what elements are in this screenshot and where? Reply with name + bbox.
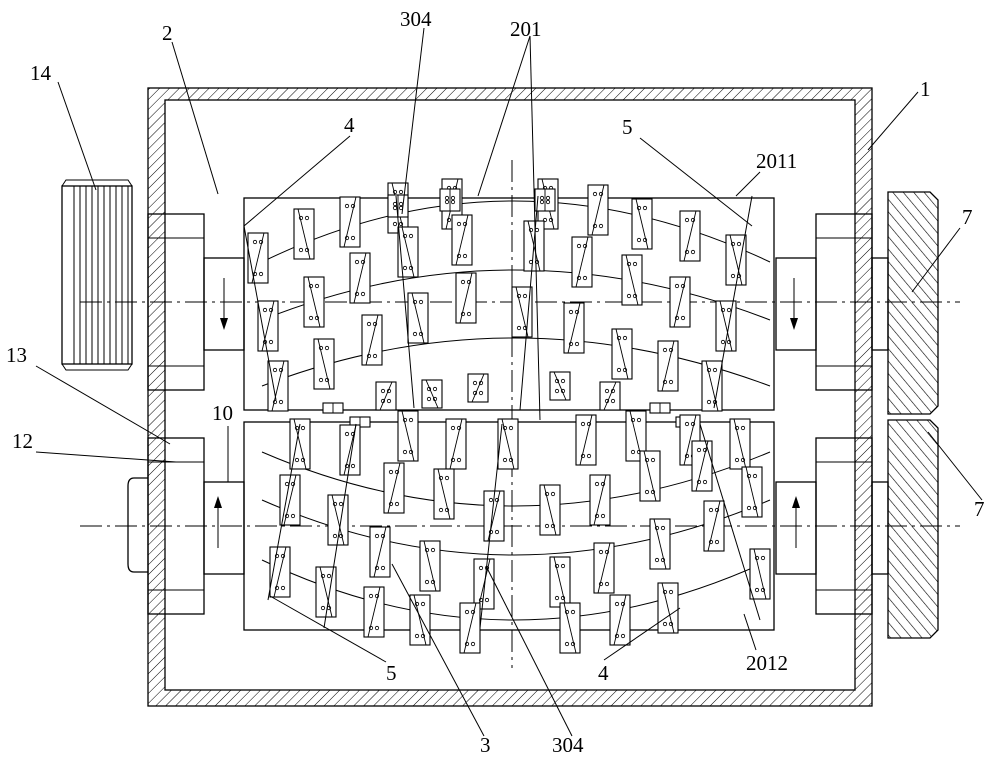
blade-plate bbox=[369, 526, 391, 578]
blade-plate bbox=[631, 198, 653, 250]
gears bbox=[887, 191, 939, 639]
callout-4-top: 4 bbox=[344, 113, 355, 137]
callout-labels: 14 2 304 201 1 4 5 2011 7 13 12 10 7 5 4… bbox=[6, 7, 985, 757]
blade-plate bbox=[534, 188, 556, 212]
blade-plate bbox=[267, 360, 289, 412]
callout-7-top: 7 bbox=[962, 205, 973, 229]
blade-plate bbox=[339, 424, 361, 476]
callout-10: 10 bbox=[212, 401, 233, 425]
blade-plate bbox=[571, 236, 593, 288]
callout-2012: 2012 bbox=[746, 651, 788, 675]
callout-304-top: 304 bbox=[400, 7, 432, 31]
callout-3: 3 bbox=[480, 733, 491, 757]
blade-plate bbox=[483, 490, 505, 542]
callout-201: 201 bbox=[510, 17, 542, 41]
blade-plate bbox=[247, 232, 269, 284]
right-bearings bbox=[775, 213, 889, 615]
blade-plate bbox=[459, 602, 481, 654]
blade-plate bbox=[451, 214, 473, 266]
callout-5-bottom: 5 bbox=[386, 661, 397, 685]
pulley bbox=[61, 179, 133, 371]
blade-plate bbox=[407, 292, 429, 344]
blade-plate bbox=[387, 194, 409, 218]
blade-plate bbox=[293, 208, 315, 260]
blade-plate bbox=[539, 484, 561, 536]
blade-plate bbox=[649, 402, 671, 414]
blade-plate bbox=[363, 586, 385, 638]
blade-plate bbox=[473, 558, 495, 610]
blade-plate bbox=[349, 252, 371, 304]
blade-plate bbox=[289, 418, 311, 470]
blade-plate bbox=[703, 500, 725, 552]
housing bbox=[147, 87, 873, 707]
blade-plate bbox=[375, 381, 397, 411]
left-bearings bbox=[127, 213, 245, 615]
blade-plate bbox=[511, 286, 533, 338]
blade-plate bbox=[497, 418, 519, 470]
blade-plate bbox=[559, 602, 581, 654]
blade-plate bbox=[467, 373, 489, 403]
blade-plate bbox=[725, 234, 747, 286]
callout-7-bottom: 7 bbox=[974, 497, 985, 521]
blade-plate bbox=[279, 474, 301, 526]
blades bbox=[247, 178, 771, 654]
blade-plate bbox=[625, 410, 647, 462]
blade-plate bbox=[361, 314, 383, 366]
blade-plate bbox=[575, 414, 597, 466]
blade-plate bbox=[303, 276, 325, 328]
blade-plate bbox=[593, 542, 615, 594]
blade-plate bbox=[397, 226, 419, 278]
rotation-arrows bbox=[214, 278, 800, 548]
blade-plate bbox=[433, 468, 455, 520]
blade-plate bbox=[649, 518, 671, 570]
helix-lines bbox=[243, 195, 761, 629]
callout-4-bottom: 4 bbox=[598, 661, 609, 685]
blade-plate bbox=[691, 440, 713, 492]
blade-plate bbox=[563, 302, 585, 354]
blade-plate bbox=[729, 418, 751, 470]
blade-plate bbox=[397, 410, 419, 462]
blade-plate bbox=[609, 594, 631, 646]
callout-1: 1 bbox=[920, 77, 931, 101]
blade-plate bbox=[599, 381, 621, 411]
blade-plate bbox=[549, 371, 571, 401]
blade-plate bbox=[589, 474, 611, 526]
blade-plate bbox=[639, 450, 661, 502]
callout-2011: 2011 bbox=[756, 149, 797, 173]
blade-plate bbox=[679, 210, 701, 262]
callout-5-top: 5 bbox=[622, 115, 633, 139]
blade-plate bbox=[445, 418, 467, 470]
blade-plate bbox=[549, 556, 571, 608]
blade-plate bbox=[749, 548, 771, 600]
callout-13: 13 bbox=[6, 343, 27, 367]
callout-2: 2 bbox=[162, 21, 173, 45]
upper-roller bbox=[243, 197, 775, 411]
blade-plate bbox=[313, 338, 335, 390]
blade-plate bbox=[257, 300, 279, 352]
blade-plate bbox=[421, 379, 443, 409]
blade-plate bbox=[741, 466, 763, 518]
blade-plate bbox=[383, 462, 405, 514]
blade-plate bbox=[657, 582, 679, 634]
callout-304-bottom: 304 bbox=[552, 733, 584, 757]
callout-12: 12 bbox=[12, 429, 33, 453]
blade-plate bbox=[315, 566, 337, 618]
blade-plate bbox=[322, 402, 344, 414]
blade-plate bbox=[611, 328, 633, 380]
blade-plate bbox=[455, 272, 477, 324]
blade-plate bbox=[701, 360, 723, 412]
blade-plate bbox=[439, 188, 461, 212]
blade-plate bbox=[587, 184, 609, 236]
leader-lines bbox=[35, 27, 983, 737]
blade-plate bbox=[657, 340, 679, 392]
blade-plate bbox=[621, 254, 643, 306]
blade-plate bbox=[339, 196, 361, 248]
blade-plate bbox=[419, 540, 441, 592]
callout-14: 14 bbox=[30, 61, 52, 85]
blade-plate bbox=[669, 276, 691, 328]
